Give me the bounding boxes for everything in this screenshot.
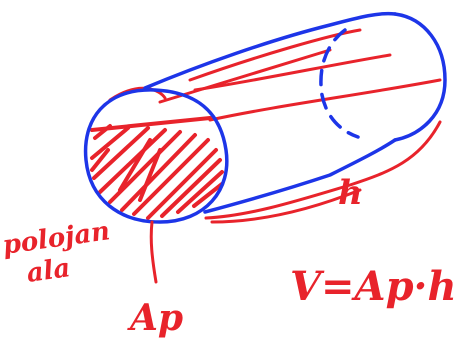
- base-area-name-line2: ala: [25, 253, 72, 289]
- hidden-back-arc: [319, 28, 360, 139]
- cylinder-blue-outline: [83, 11, 447, 224]
- front-base-ellipse: [83, 88, 229, 224]
- base-area-label: Ap: [127, 297, 183, 339]
- base-hatching: [90, 116, 224, 220]
- height-label: h: [338, 173, 363, 213]
- back-base-rim: [393, 12, 447, 142]
- ap-leader-line: [149, 220, 158, 284]
- volume-formula: V=Ap·h: [290, 263, 456, 310]
- cylinder-red-outline: [108, 28, 442, 224]
- top-edge: [143, 11, 397, 90]
- bottom-edge: [203, 138, 397, 214]
